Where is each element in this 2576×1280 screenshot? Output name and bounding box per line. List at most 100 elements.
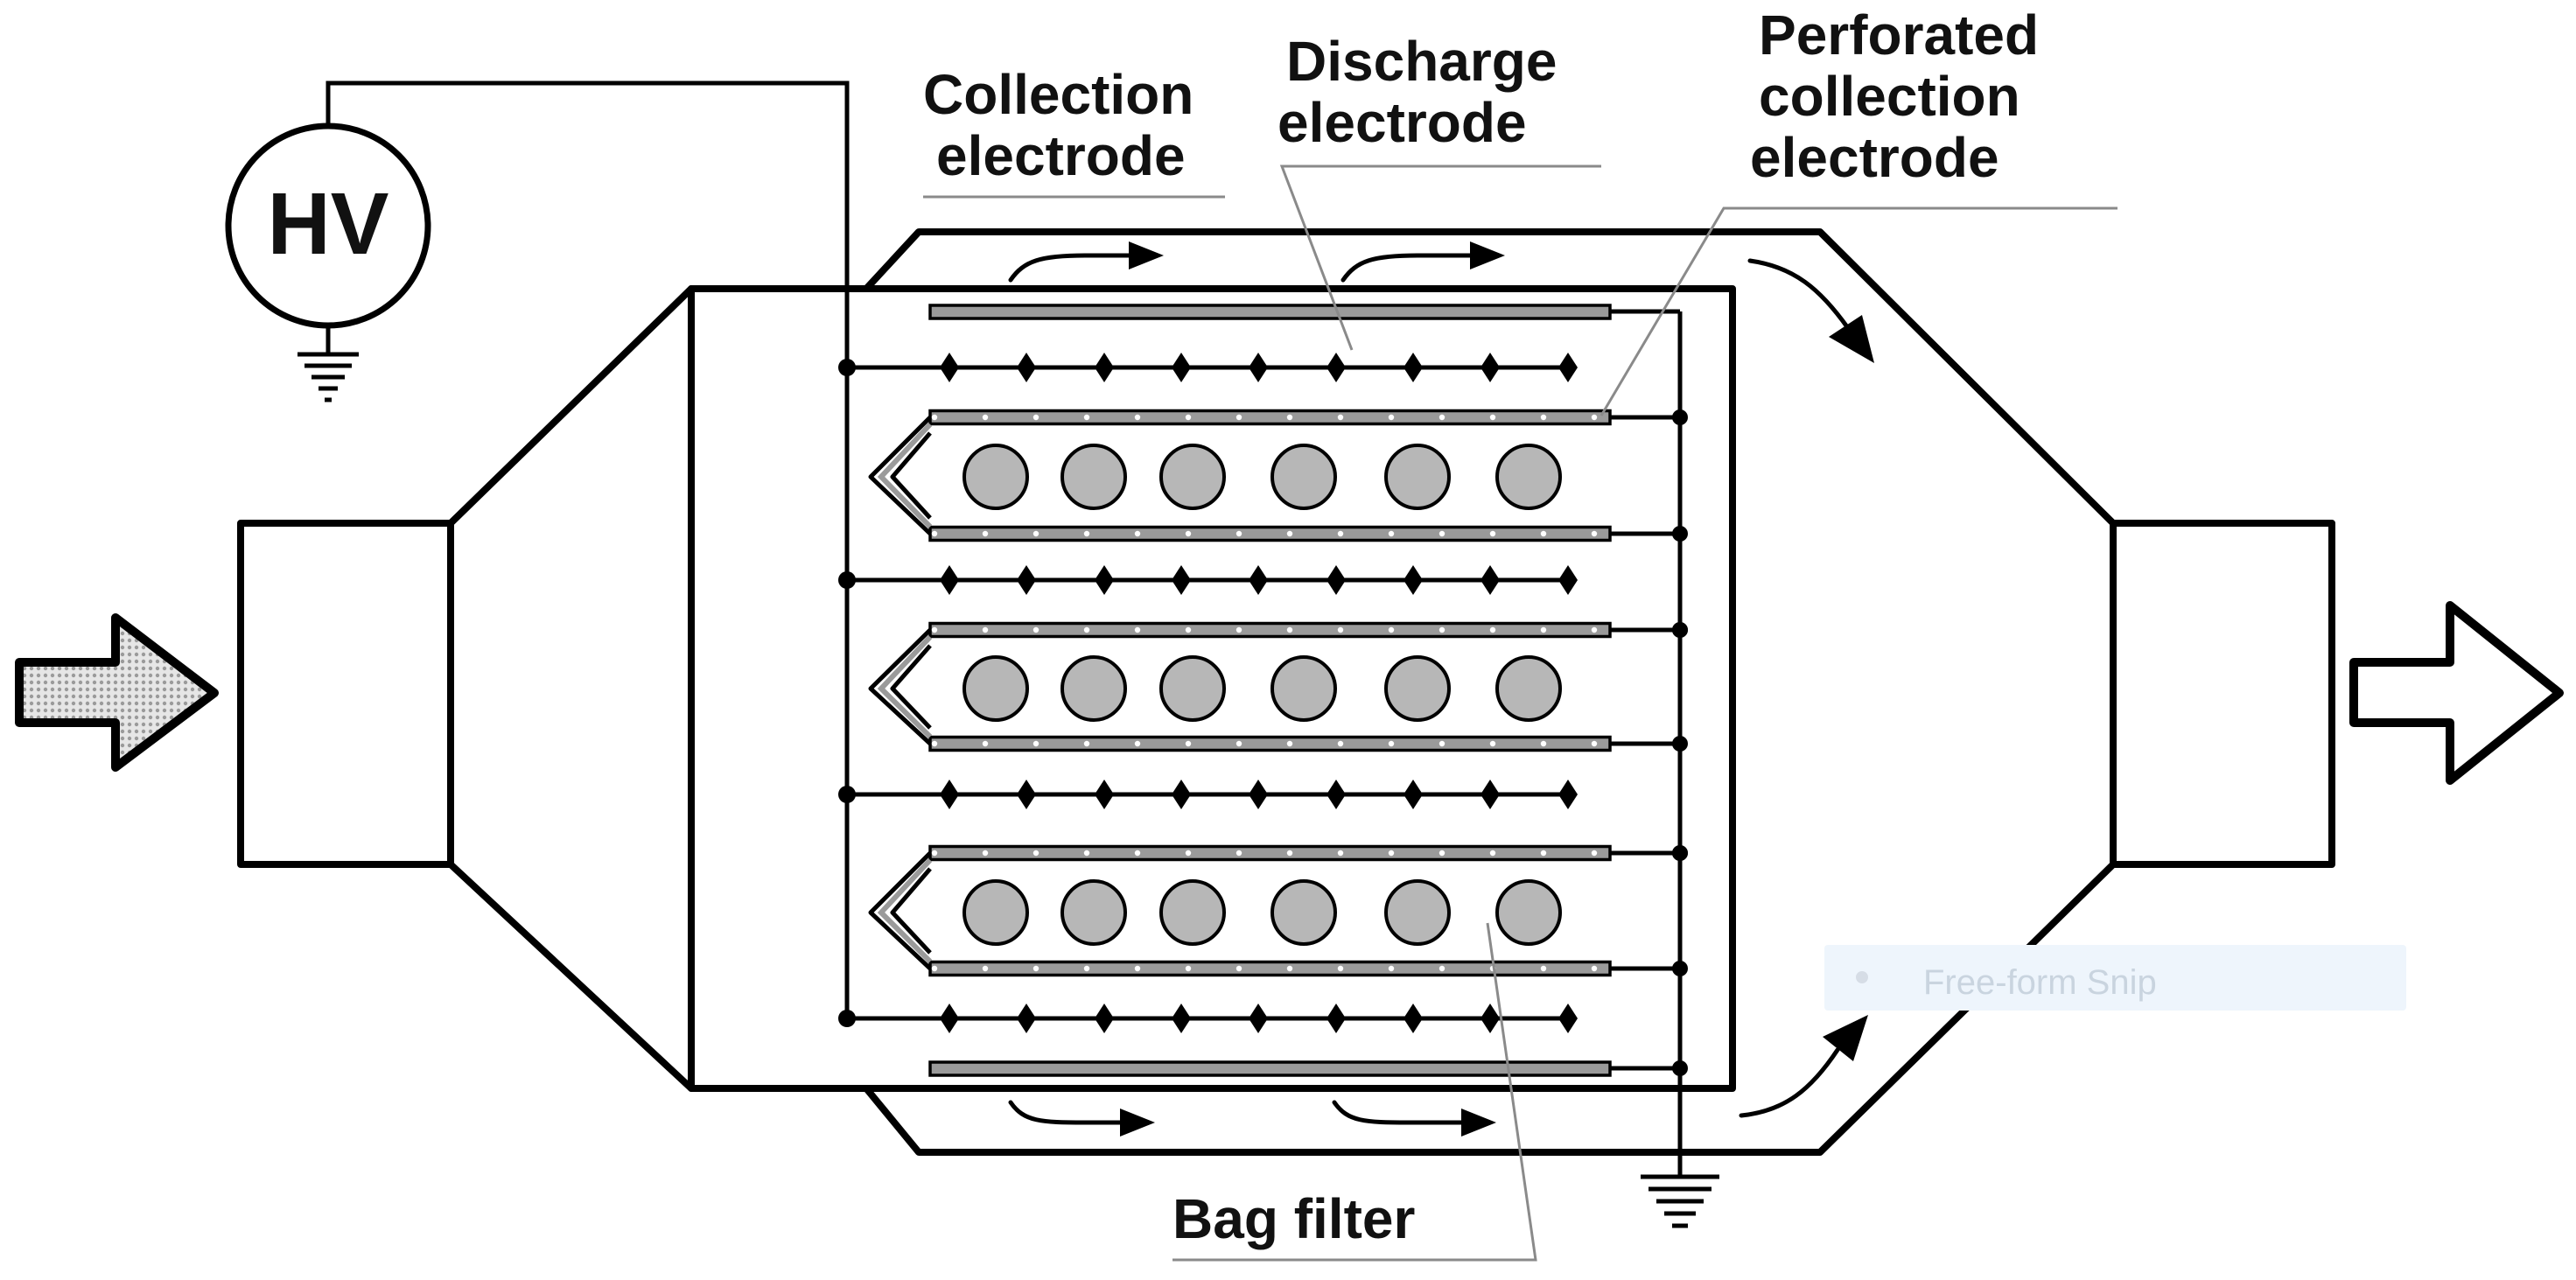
perforation <box>1438 530 1446 537</box>
perforation <box>982 965 989 972</box>
bag-module-nose-fill <box>877 857 933 964</box>
perforation <box>1489 626 1496 633</box>
perforation <box>1236 530 1242 537</box>
inlet-arrow-icon <box>15 613 219 772</box>
perforation <box>1032 850 1040 857</box>
discharge-spike <box>1095 353 1114 382</box>
perforation <box>1388 414 1395 421</box>
perforation <box>1083 626 1090 633</box>
perforation <box>1032 740 1040 747</box>
perforated-plate <box>928 525 1612 542</box>
discharge-spike <box>1249 565 1268 595</box>
perforation <box>1134 530 1141 537</box>
bag-filter <box>1060 444 1127 510</box>
perforation <box>1438 965 1446 972</box>
perforation <box>982 740 989 747</box>
ground-bus-node <box>1672 1060 1688 1076</box>
perforation <box>1489 740 1496 747</box>
perforation <box>1134 626 1141 633</box>
discharge-node <box>838 359 856 376</box>
main-housing <box>688 285 1736 1092</box>
discharge-node <box>838 571 856 589</box>
discharge-spike <box>1404 353 1423 382</box>
bag-filter <box>1159 879 1226 946</box>
discharge-spike <box>1558 780 1578 809</box>
perforation <box>1083 530 1090 537</box>
perforation <box>1236 850 1242 857</box>
bag-filter <box>1270 655 1337 722</box>
perforation <box>931 626 938 633</box>
discharge-spike <box>1249 1004 1268 1033</box>
discharge-spike <box>1095 780 1114 809</box>
bag-filter <box>1495 655 1562 722</box>
perforation <box>1388 850 1395 857</box>
collection-electrode-top <box>928 304 1612 320</box>
perforation <box>1489 850 1496 857</box>
bag-filter <box>1270 444 1337 510</box>
discharge-spike <box>1404 565 1423 595</box>
perforation <box>1489 530 1496 537</box>
hv-wire <box>326 80 850 370</box>
discharge-spike <box>1558 353 1578 382</box>
perforation <box>1591 414 1598 421</box>
bag-module-nose <box>868 851 932 970</box>
discharge-node <box>838 1010 856 1027</box>
bag-module-nose-fill <box>877 422 933 529</box>
discharge-spike <box>1404 780 1423 809</box>
perforation <box>982 626 989 633</box>
discharge-spike <box>940 780 959 809</box>
perforation <box>1032 626 1040 633</box>
perforation <box>982 414 989 421</box>
flow-arrow-icon <box>1747 258 1874 363</box>
discharge-spike <box>940 1004 959 1033</box>
bag-module-nose <box>868 628 932 745</box>
perforation <box>1286 414 1293 421</box>
perforation <box>982 530 989 537</box>
discharge-spike <box>1480 780 1500 809</box>
outlet-duct <box>2110 520 2335 868</box>
discharge-spike <box>940 565 959 595</box>
bag-filter-leader <box>1172 922 1537 1262</box>
perforation <box>1540 414 1547 421</box>
perforation <box>1489 414 1496 421</box>
bag-filter <box>1060 655 1127 722</box>
perforation <box>1286 850 1293 857</box>
perforation <box>1540 850 1547 857</box>
perforation <box>1083 740 1090 747</box>
hv-label: HV <box>268 175 389 273</box>
perforation <box>1591 530 1598 537</box>
bag-filter <box>1495 879 1562 946</box>
perforation <box>1591 626 1598 633</box>
perforation <box>1388 626 1395 633</box>
perforation <box>1388 530 1395 537</box>
perforation <box>1540 626 1547 633</box>
discharge-spike <box>1404 1004 1423 1033</box>
bag-filter-label: Bag filter <box>1172 1187 1415 1250</box>
flow-arrow-icon <box>1008 241 1164 283</box>
discharge-electrode-label-line2: electrode <box>1278 91 1527 154</box>
perforation <box>1286 530 1293 537</box>
bag-filter <box>1270 879 1337 946</box>
flow-arrow-icon <box>1332 1100 1496 1137</box>
perforation <box>1337 530 1344 537</box>
discharge-spike <box>1172 565 1191 595</box>
perforation <box>1540 530 1547 537</box>
perforation <box>1083 965 1090 972</box>
inlet-cone <box>447 285 695 1092</box>
discharge-spike <box>940 353 959 382</box>
bag-module-nose-fill <box>877 634 933 739</box>
discharge-spike <box>1558 1004 1578 1033</box>
bag-filter <box>1384 444 1451 510</box>
bag-filter-modules <box>868 409 1680 977</box>
perforation <box>931 850 938 857</box>
bag-filter <box>962 655 1029 722</box>
discharge-spike <box>1095 565 1114 595</box>
discharge-spike <box>1017 1004 1036 1033</box>
perforation <box>1540 740 1547 747</box>
perforation <box>1438 740 1446 747</box>
perforated-electrode-label-line3: electrode <box>1750 126 1999 189</box>
free-form-snip-overlay: Free-form Snip <box>1824 945 2406 1011</box>
discharge-spike <box>1172 780 1191 809</box>
perforated-plate <box>928 621 1612 639</box>
outlet-arrow-icon <box>2349 601 2564 785</box>
